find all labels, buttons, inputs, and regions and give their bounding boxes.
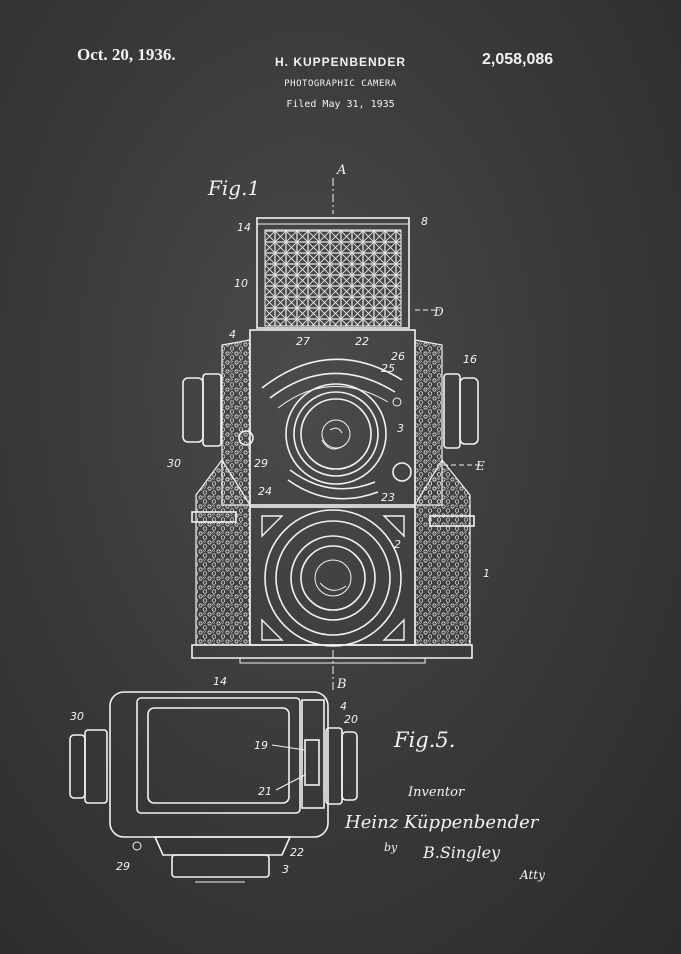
ref-21: 21: [258, 785, 272, 798]
ref-30-b: 30: [70, 710, 84, 723]
inventor-label: Inventor: [407, 785, 465, 800]
ref-27: 27: [296, 335, 310, 348]
ref-4-b: 4: [340, 700, 347, 713]
by-label: by: [384, 841, 398, 854]
ref-14: 14: [237, 221, 251, 234]
signature-block: Inventor Heinz Küppenbender by B.Singley…: [344, 785, 545, 882]
ref-24: 24: [258, 485, 272, 498]
fig5-label: Fig.5.: [393, 728, 455, 752]
ref-4: 4: [229, 328, 236, 341]
ref-22-b: 22: [290, 846, 304, 859]
section-b-label: B: [336, 677, 347, 692]
top-view-body: [109, 691, 329, 838]
ref-3-b: 3: [282, 863, 289, 876]
ref-14-b: 14: [213, 675, 227, 688]
ref-10: 10: [234, 277, 248, 290]
ref-8: 8: [421, 215, 428, 228]
section-d-label: D: [433, 305, 444, 319]
inventor-header: H. KUPPENBENDER: [274, 55, 406, 69]
atty-label: Atty: [519, 868, 545, 882]
ref-19: 19: [254, 739, 268, 752]
ref-23: 23: [381, 491, 395, 504]
ref-26: 26: [391, 350, 405, 363]
ref-29-b: 29: [116, 860, 130, 873]
ref-3: 3: [397, 422, 404, 435]
patent-title: PHOTOGRAPHIC CAMERA: [284, 79, 397, 89]
ref-20: 20: [344, 713, 358, 726]
filed-date: Filed May 31, 1935: [286, 99, 395, 110]
viewfinder-hood: [256, 217, 410, 329]
figure-5: Fig.5. 14 30 4 20 19 21 29 22 3: [69, 675, 455, 883]
ref-16: 16: [463, 353, 477, 366]
section-a-label: A: [336, 163, 346, 178]
patent-date: Oct. 20, 1936.: [77, 45, 176, 64]
ref-25: 25: [381, 362, 395, 375]
attorney-signature: B.Singley: [422, 843, 501, 862]
ref-22: 22: [355, 335, 369, 348]
patent-number: 2,058,086: [482, 51, 554, 68]
ref-30: 30: [167, 457, 181, 470]
fig1-label: Fig.1: [207, 176, 260, 200]
ref-2: 2: [394, 538, 401, 551]
ref-29: 29: [254, 457, 268, 470]
figure-1: Fig.1 A B D: [167, 163, 490, 692]
section-e-label: E: [475, 459, 485, 473]
inventor-name: Heinz Küppenbender: [344, 812, 540, 833]
ref-1: 1: [483, 567, 490, 580]
